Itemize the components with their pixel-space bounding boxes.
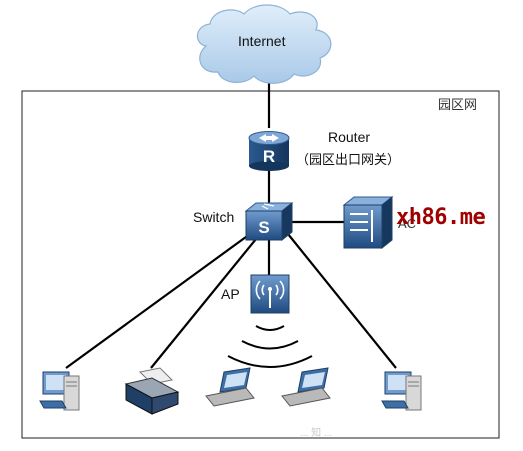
printer-icon: [124, 367, 180, 415]
ac-label: AC: [398, 216, 417, 231]
access-controller-icon: [342, 195, 394, 250]
laptop-icon: [281, 367, 331, 407]
wireless-signal-icon: [227, 325, 313, 368]
campus-network-boundary: [21, 90, 500, 439]
laptop-icon: [205, 367, 255, 407]
network-links: [65, 76, 397, 369]
desktop-pc-icon: [39, 371, 80, 411]
bottom-watermark: ... 知 ...: [300, 428, 333, 439]
link-switch-pc-right: [287, 233, 397, 369]
router-icon: R: [248, 131, 290, 171]
link-switch-printer: [150, 238, 257, 369]
internet-label: Internet: [238, 33, 286, 49]
internet-cloud-icon: [196, 4, 332, 84]
ap-label: AP: [221, 286, 240, 302]
router-description: （园区出口网关）: [296, 152, 401, 167]
switch-label: Switch: [193, 209, 235, 225]
desktop-pc-icon: [381, 371, 422, 411]
svg-text:S: S: [258, 218, 269, 237]
link-switch-pc-left: [65, 233, 251, 369]
router-label: Router: [328, 129, 371, 145]
access-point-icon: [250, 274, 290, 314]
svg-text:R: R: [263, 147, 275, 166]
watermark-text: xh86.me: [396, 205, 486, 230]
campus-network-label: 园区网: [438, 97, 478, 112]
switch-icon: S: [244, 201, 294, 242]
